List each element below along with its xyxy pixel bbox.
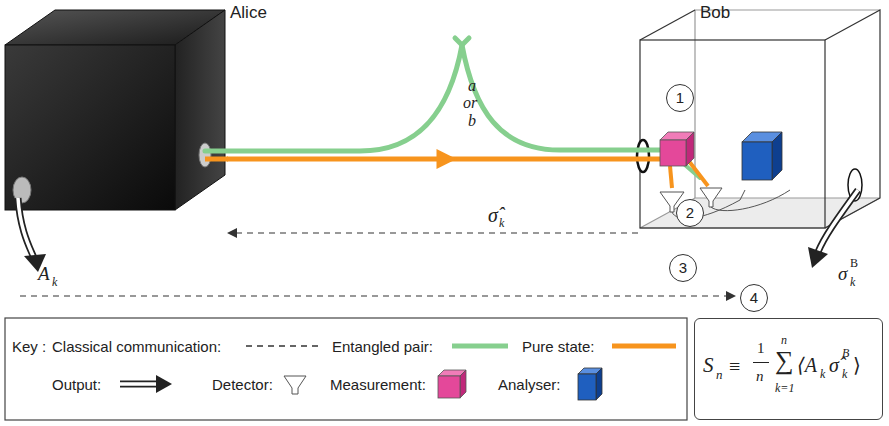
alice-cube [5,10,225,210]
arrowhead [726,291,736,301]
callout-circle: 2 [676,199,704,227]
pure-state-beam [670,166,672,188]
callout-circle: 4 [740,284,768,312]
formula-symbol: n [781,334,787,346]
key-box [5,318,687,420]
legend-measurement-sample [438,370,466,398]
legend-output-sample [120,375,172,393]
formula-symbol: n [756,369,764,384]
callout-circle: 1 [666,84,694,112]
symbol-label: k [850,276,855,288]
formula-symbol: k [842,368,847,380]
symbol-label: b [468,113,476,129]
formula-symbol: k [820,368,825,380]
legend-analyser-sample [578,368,602,400]
formula-box: Sn≡1n∑nk=1⟨Akσ̂kB⟩ [694,318,883,420]
symbol-label: A [38,264,50,283]
legend-dash-sample [246,345,318,346]
formula-symbol: σ̂ [829,355,839,375]
party-label: Alice [230,4,267,21]
alice-box: Alice [5,8,227,240]
formula-symbol: ≡ [729,356,740,376]
formula-symbol: k=1 [775,382,794,394]
callout-number: 4 [750,290,758,305]
classical-communication [227,228,638,238]
formula-symbol: ⟩ [853,355,861,375]
symbol-label: or [463,95,477,111]
measurement-cube [660,132,694,166]
callout-number: 2 [686,205,694,220]
pure-state-beam [688,160,708,186]
formula-symbol: 1 [757,341,765,356]
formula-symbol: S [703,355,714,376]
formula-symbol: B [842,347,849,359]
legend-text: Output: [52,377,101,392]
classical-communication [20,295,728,296]
formula-symbol: n [716,368,723,381]
legend-text: Measurement: [330,377,426,392]
symbol-label: k [52,276,57,288]
legend-detector-sample [284,376,306,394]
formula-symbol: ∑ [775,348,794,374]
callout-number: 1 [676,90,684,105]
symbol-label: a [468,78,476,94]
pure-state-stub [205,157,228,162]
legend-text: Classical communication: [52,339,221,354]
legend-text: Analyser: [498,377,561,392]
fraction-bar [753,362,769,363]
symbol-label: σ [838,264,847,283]
key-title: Key : [12,339,46,354]
legend-text: Detector: [212,377,273,392]
symbol-label: B [850,257,858,269]
legend-text: Pure state: [522,339,595,354]
symbol-label: k [499,217,504,229]
party-label: Bob [700,4,730,21]
analyser-cube [742,132,782,180]
pure-state-line [227,149,638,169]
legend-orange-sample [612,344,676,349]
entangled-pair [205,38,700,178]
callout-number: 3 [679,260,687,275]
output-arrow [18,190,858,272]
legend-text: Entangled pair: [332,339,433,354]
legend-green-sample [452,344,508,349]
bob-box: Bob [638,8,884,240]
formula-symbol: ⟨A [797,355,817,375]
edge-label: σ̂ [488,205,498,225]
bob-cube [637,10,880,228]
callout-circle: 3 [669,254,697,282]
